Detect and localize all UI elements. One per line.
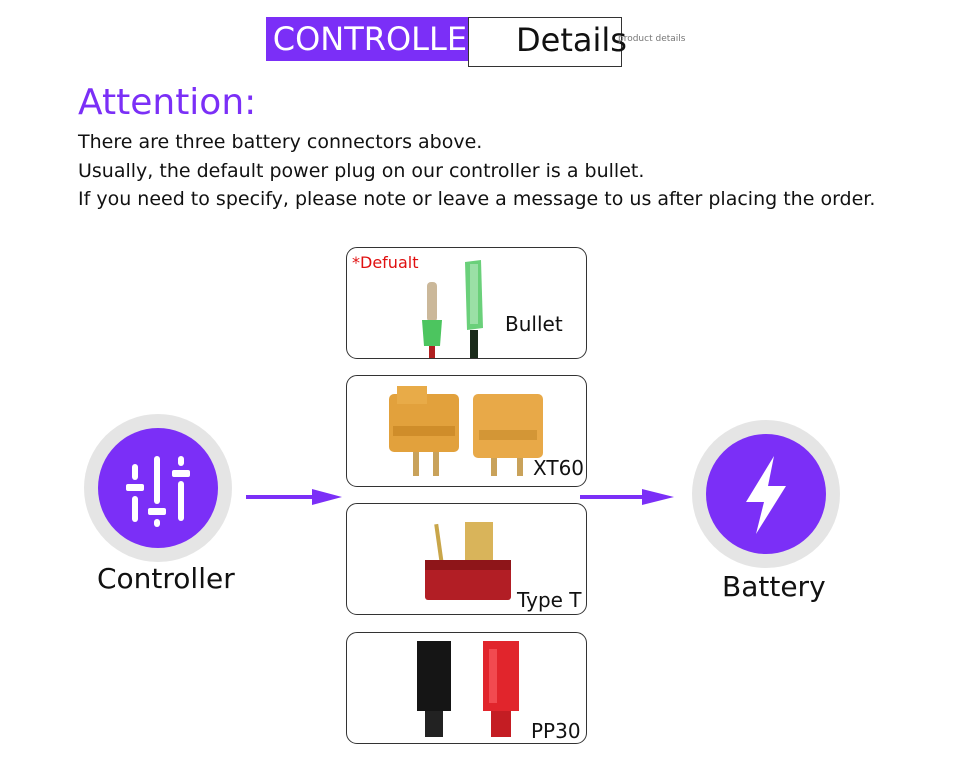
attention-title: Attention:: [78, 82, 257, 123]
section-header: CONTROLLER Details product details: [266, 17, 685, 67]
default-tag: *Defualt: [352, 253, 419, 272]
connector-label: Type T: [517, 588, 582, 612]
controller-circle: [84, 414, 232, 562]
connector-label: XT60: [533, 456, 585, 480]
sliders-icon: [126, 456, 190, 527]
header-subtitle: product details: [618, 34, 686, 44]
battery-label: Battery: [722, 570, 826, 603]
type-t-connector-icon: [425, 522, 511, 600]
pp30-connector-icon: [417, 641, 519, 737]
lightning-bolt-icon: [746, 456, 786, 534]
connector-label: Bullet: [505, 312, 563, 336]
attention-line: Usually, the default power plug on our c…: [78, 159, 645, 182]
battery-circle: [692, 420, 840, 568]
attention-line: If you need to specify, please note or l…: [78, 188, 876, 210]
controller-label: Controller: [97, 562, 235, 595]
connector-card-bullet: *Defualt Bullet: [346, 247, 587, 359]
header-title: Details: [516, 21, 627, 59]
xt60-connector-icon: [389, 386, 543, 476]
attention-text: There are three battery connectors above…: [78, 128, 875, 214]
attention-line: There are three battery connectors above…: [78, 131, 483, 153]
connector-card-type-t: Type T: [346, 503, 587, 615]
connector-label: PP30: [531, 719, 581, 743]
connector-card-pp30: PP30: [346, 632, 587, 744]
header-title-box: [468, 17, 622, 67]
header-badge: CONTROLLER: [266, 17, 496, 61]
connector-card-xt60: XT60: [346, 375, 587, 487]
arrow-right-icon: [246, 489, 342, 505]
arrow-right-icon: [580, 489, 674, 505]
bullet-connector-icon: [422, 260, 483, 358]
